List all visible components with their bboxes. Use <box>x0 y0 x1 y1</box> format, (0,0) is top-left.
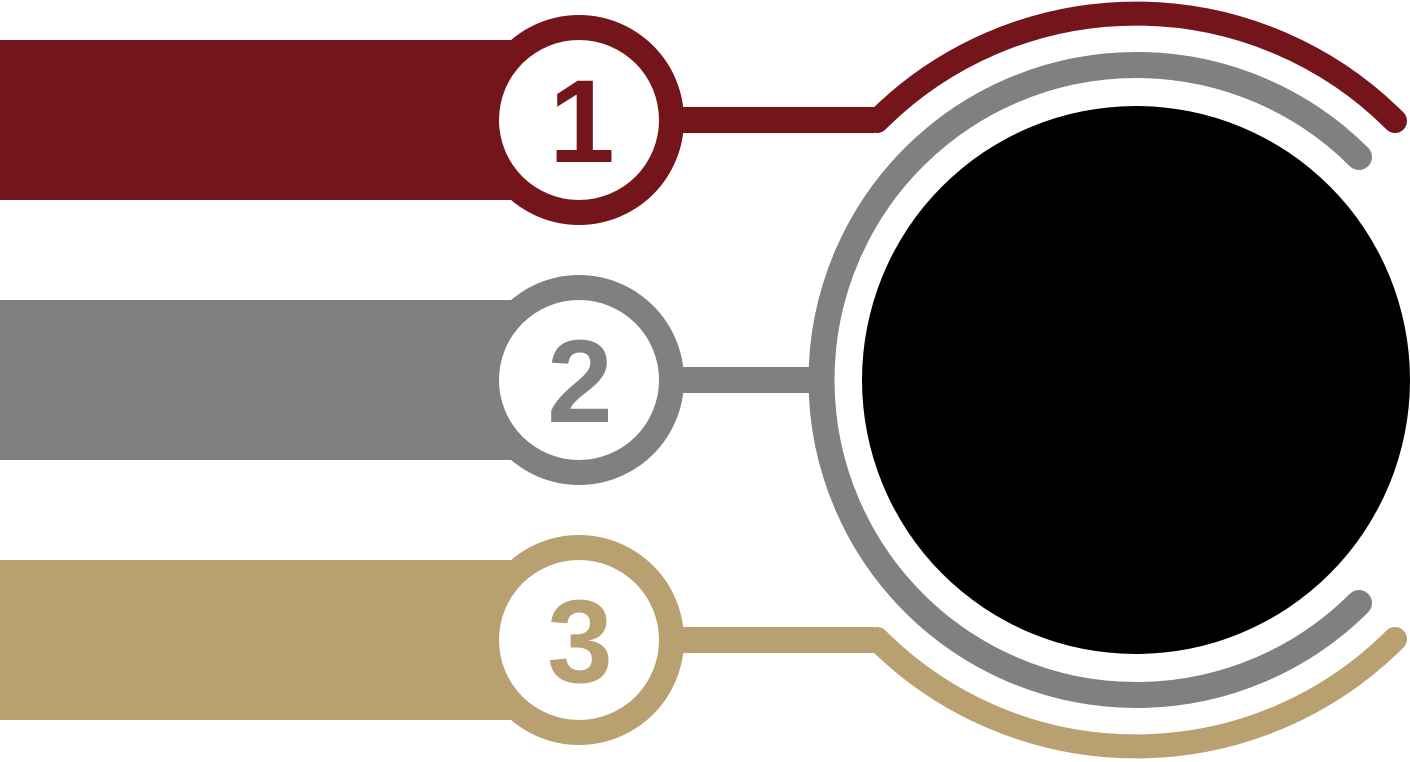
step-2-badge <box>499 300 659 460</box>
step-1-connector <box>680 107 882 134</box>
step-3-connector <box>680 626 882 653</box>
step-2-arc <box>808 52 1372 708</box>
step-3-bar <box>0 560 540 720</box>
step-1-arc <box>865 1 1407 133</box>
center-circle <box>862 106 1410 654</box>
step-3-arc <box>865 627 1407 759</box>
step-1-badge <box>499 40 659 200</box>
step-3-number: 3 <box>547 576 613 708</box>
step-2-number: 2 <box>547 316 613 448</box>
step-1-bar <box>0 40 540 200</box>
step-2: 2 <box>0 52 1372 708</box>
step-1-number: 1 <box>549 56 615 188</box>
step-2-bar <box>0 300 540 460</box>
step-3-badge <box>499 560 659 720</box>
step-3: 3 <box>0 535 1407 759</box>
step-1: 1 <box>0 1 1407 225</box>
